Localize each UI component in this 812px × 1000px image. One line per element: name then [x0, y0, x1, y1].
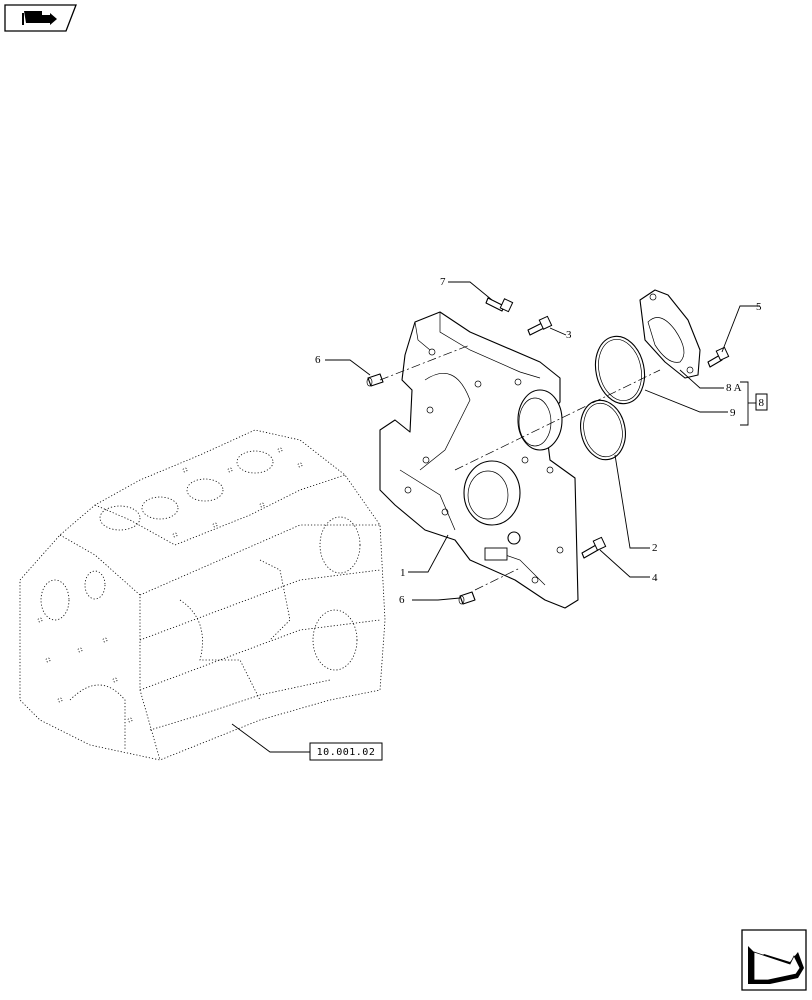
- next-page-arrow-icon[interactable]: [741, 929, 807, 991]
- callout-5: 5: [756, 301, 762, 313]
- block-reference-label: 10.001.02: [317, 747, 376, 758]
- dowel-pin-upper: [366, 373, 384, 387]
- callout-8a: 8 A: [726, 382, 742, 394]
- book-arrow-icon[interactable]: [4, 4, 77, 32]
- engine-block-dotted: [19, 429, 386, 761]
- bolt-7: [485, 297, 514, 313]
- callout-2: 2: [652, 542, 658, 554]
- callout-9: 9: [730, 407, 736, 419]
- callout-3: 3: [566, 329, 572, 341]
- callout-8: 8: [759, 397, 765, 409]
- callout-6-lower: 6: [399, 594, 405, 606]
- bolt-5: [707, 346, 730, 368]
- callout-8-box[interactable]: 8: [755, 393, 768, 411]
- block-reference[interactable]: 10.001.02: [231, 723, 383, 761]
- callout-1: 1: [400, 567, 406, 579]
- callout-4: 4: [652, 572, 658, 584]
- alignment-centerline: [379, 344, 661, 591]
- bolt-3: [527, 315, 553, 336]
- timing-cover: [379, 311, 579, 609]
- dowel-pin-lower: [458, 591, 476, 605]
- o-ring-large: [594, 335, 646, 405]
- seal-cover-plate: [639, 289, 701, 379]
- leader-lines: [325, 281, 760, 601]
- callout-7: 7: [440, 276, 446, 288]
- bolt-4: [581, 536, 607, 559]
- callout-6-upper: 6: [315, 354, 321, 366]
